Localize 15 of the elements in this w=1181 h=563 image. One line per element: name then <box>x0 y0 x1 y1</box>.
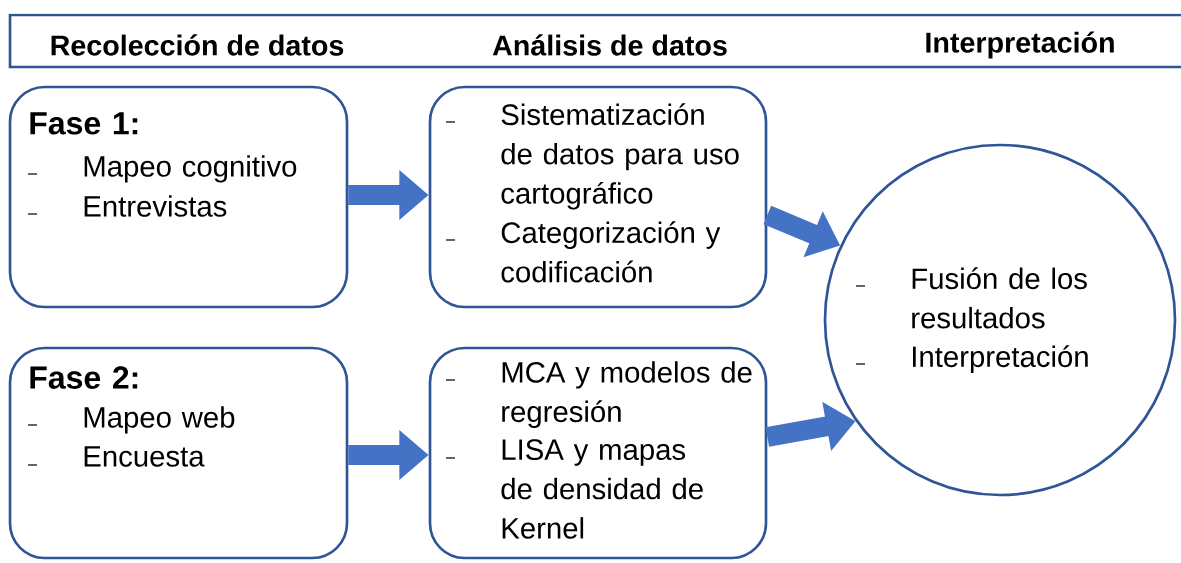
list-item: Entrevistas <box>84 195 227 217</box>
list-item: Interpretación <box>912 345 1088 373</box>
list-item: Categorización y codificación <box>501 221 721 283</box>
column-header: Análisis de datos <box>492 34 727 56</box>
list-item: Encuesta <box>84 446 205 467</box>
list-item: Mapeo cognitivo <box>84 155 297 183</box>
column-header: Interpretación <box>926 31 1114 59</box>
list-item: Fusión de los resultados <box>912 267 1087 329</box>
phase-heading: Fase 1: <box>30 112 138 135</box>
list-item: Mapeo web <box>84 406 235 434</box>
list-item: MCA y modelos de regresión <box>502 361 752 428</box>
list-item: LISA y mapas de densidad de Kernel <box>501 439 703 539</box>
column-header: Recolección de datos <box>51 34 344 56</box>
phase-heading: Fase 2: <box>30 366 138 389</box>
list-item: Sistematización de datos para uso cartográfico <box>501 103 739 210</box>
